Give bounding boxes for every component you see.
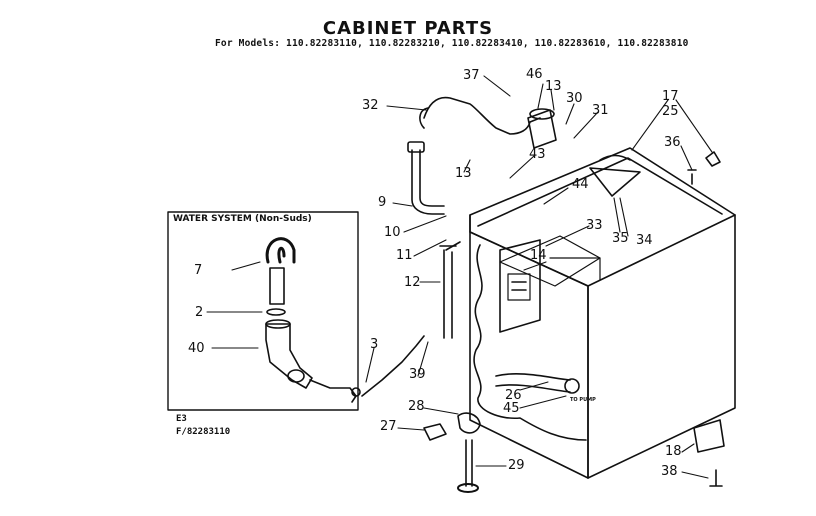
callout-11: 11 bbox=[396, 248, 413, 263]
callout-2: 2 bbox=[195, 305, 204, 320]
callout-26: 26 bbox=[505, 388, 522, 403]
cutaway-edge bbox=[473, 244, 587, 441]
inset-hose-bend bbox=[265, 237, 296, 264]
callout-18: 18 bbox=[665, 444, 682, 459]
callout-39: 39 bbox=[409, 367, 426, 382]
callout-12: 12 bbox=[404, 275, 421, 290]
callout-44: 44 bbox=[572, 177, 589, 192]
inset-elbow bbox=[265, 323, 313, 389]
hose-9 bbox=[411, 149, 445, 215]
hose-32 bbox=[423, 96, 541, 135]
callout-25: 25 bbox=[662, 104, 679, 119]
capacitor-46 bbox=[527, 109, 557, 149]
callout-14: 14 bbox=[530, 248, 547, 263]
diagram-title: CABINET PARTS bbox=[322, 18, 494, 39]
bracket-14 bbox=[499, 239, 541, 333]
callout-13-top: 13 bbox=[545, 79, 562, 94]
pump-hose bbox=[495, 373, 571, 381]
note-to-pump: TO PUMP bbox=[570, 397, 596, 403]
model-list: For Models: 110.82283110, 110.82283210, … bbox=[215, 38, 689, 49]
callout-38: 38 bbox=[661, 464, 678, 479]
callout-3: 3 bbox=[370, 337, 379, 352]
callout-17: 17 bbox=[662, 89, 679, 104]
inset-ring bbox=[266, 308, 286, 316]
callout-10: 10 bbox=[384, 225, 401, 240]
callout-34: 34 bbox=[636, 233, 653, 248]
inset-code-a: E3 bbox=[176, 414, 187, 424]
inset-hose bbox=[269, 267, 285, 305]
corner-brace bbox=[589, 167, 641, 197]
callout-36: 36 bbox=[664, 135, 681, 150]
callout-27: 27 bbox=[380, 419, 397, 434]
callout-33: 33 bbox=[586, 218, 603, 233]
callout-40: 40 bbox=[188, 341, 205, 356]
callout-29: 29 bbox=[508, 458, 525, 473]
callout-9: 9 bbox=[378, 195, 387, 210]
callout-46: 46 bbox=[526, 67, 543, 82]
callout-30: 30 bbox=[566, 91, 583, 106]
inset-code-b: F/82283110 bbox=[176, 427, 231, 437]
side-rod bbox=[439, 245, 457, 339]
callout-13-left: 13 bbox=[455, 166, 472, 181]
callout-31: 31 bbox=[592, 103, 609, 118]
inset-title: WATER SYSTEM (Non-Suds) bbox=[173, 214, 312, 224]
callout-37: 37 bbox=[463, 68, 480, 83]
callout-32: 32 bbox=[362, 98, 379, 113]
callout-43: 43 bbox=[529, 147, 546, 162]
callout-35: 35 bbox=[612, 231, 629, 246]
leader-lines bbox=[206, 75, 713, 479]
inset-box bbox=[167, 211, 359, 411]
callout-28: 28 bbox=[408, 399, 425, 414]
panel-18 bbox=[693, 419, 725, 453]
callout-7: 7 bbox=[194, 263, 203, 278]
callout-45: 45 bbox=[503, 401, 520, 416]
leveling-foot bbox=[465, 439, 473, 487]
